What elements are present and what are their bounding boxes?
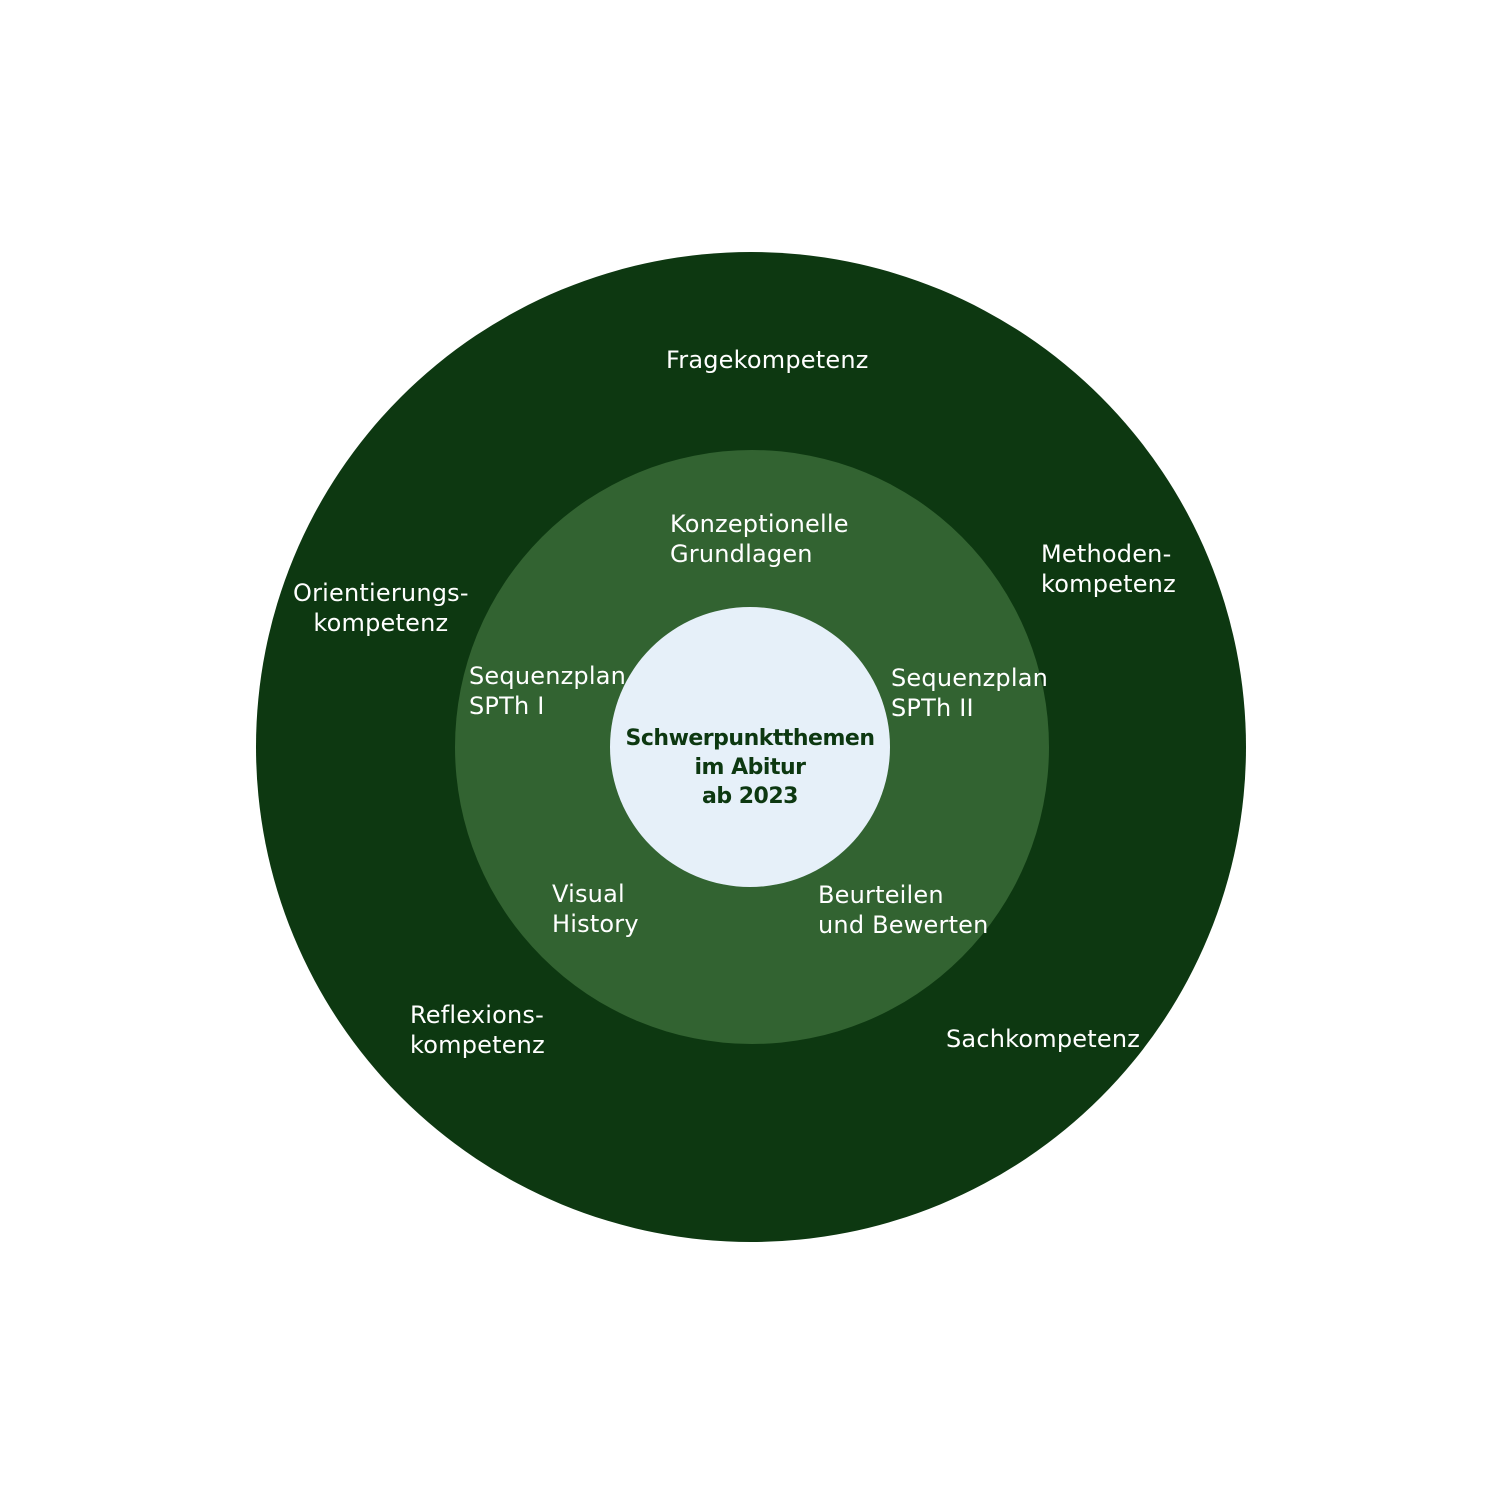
center-title: Schwerpunktthemen im Abitur ab 2023 bbox=[625, 726, 875, 809]
label-visual-history: Visual History bbox=[552, 880, 639, 938]
label-fragekompetenz: Fragekompetenz bbox=[666, 346, 869, 374]
label-sequenzplan-1: Sequenzplan SPTh I bbox=[469, 662, 627, 720]
label-sequenzplan-2: Sequenzplan SPTh II bbox=[891, 664, 1049, 722]
label-reflexionskompetenz: Reflexions- kompetenz bbox=[410, 1001, 545, 1059]
label-sachkompetenz: Sachkompetenz bbox=[946, 1025, 1141, 1053]
inner-core-circle bbox=[610, 607, 890, 887]
label-beurteilen-bewerten: Beurteilen und Bewerten bbox=[818, 881, 989, 939]
label-orientierungskompetenz: Orientierungs- kompetenz bbox=[293, 579, 469, 637]
label-methodenkompetenz: Methoden- kompetenz bbox=[1041, 540, 1176, 598]
label-konzeptionelle-grundlagen: Konzeptionelle Grundlagen bbox=[670, 510, 849, 568]
